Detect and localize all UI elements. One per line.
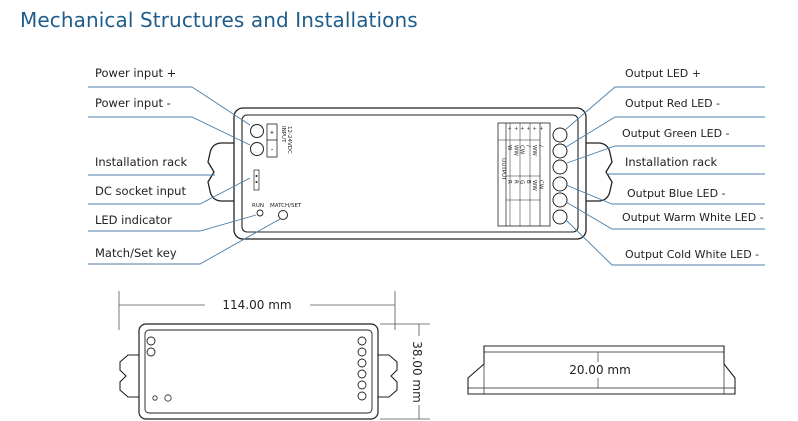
output-screw-green — [552, 159, 568, 175]
left-callouts: Power input + Power input - Installation… — [88, 66, 281, 265]
device-inner-border — [241, 114, 579, 233]
output-text: OUTPUT — [500, 158, 506, 181]
led-indicator — [256, 209, 264, 217]
terminal-label: R — [512, 180, 518, 184]
label-installation-rack-left: Installation rack — [95, 155, 187, 169]
label-output-warm-white: Output Warm White LED - — [622, 211, 764, 224]
terminal-label: / — [525, 145, 531, 147]
dimension-width: 38.00 mm — [410, 341, 424, 403]
side-view: 20.00 mm — [467, 345, 736, 395]
input-terminal-minus — [250, 142, 264, 156]
label-dc-socket-input: DC socket input — [95, 184, 186, 198]
terminal-label: G — [519, 180, 525, 184]
terminal-label: + — [531, 126, 537, 131]
output-screw-warm-white — [552, 192, 568, 208]
terminal-label: + — [525, 126, 531, 131]
terminal-label: W — [506, 145, 512, 151]
plan-view: 114.00 mm 38.00 mm — [118, 291, 430, 420]
left-mounting-ear — [207, 142, 237, 202]
run-label: RUN — [252, 203, 264, 209]
dimension-length: 114.00 mm — [222, 298, 291, 312]
label-power-input-minus: Power input - — [95, 96, 171, 110]
output-screw-red — [552, 143, 568, 159]
terminal-label: / — [538, 145, 544, 147]
terminal-label: + — [538, 126, 544, 131]
label-output-blue: Output Blue LED - — [627, 187, 726, 200]
label-output-led-plus: Output LED + — [625, 67, 701, 80]
output-screw-blue — [552, 176, 568, 192]
terminal-label: WW — [531, 180, 537, 191]
terminal-label: + — [519, 126, 525, 131]
input-voltage-text: 12-24VDC — [286, 126, 292, 154]
label-output-green: Output Green LED - — [622, 127, 730, 140]
match-set-label: MATCH/SET — [270, 203, 302, 209]
output-screw-led-plus — [552, 127, 568, 143]
plan-body — [138, 323, 379, 420]
dc-socket — [253, 169, 260, 191]
input-terminal-plus — [250, 124, 264, 138]
page-title: Mechanical Structures and Installations — [20, 8, 418, 32]
label-power-input-plus: Power input + — [95, 66, 176, 80]
label-led-indicator: LED indicator — [95, 213, 172, 227]
right-callouts: Output LED + Output Red LED - Output Gre… — [564, 67, 765, 266]
terminal-label: + — [512, 126, 518, 131]
terminal-label: B — [525, 180, 531, 184]
terminal-label: WW — [531, 145, 537, 156]
terminal-label: CW — [538, 180, 544, 190]
label-installation-rack-right: Installation rack — [625, 155, 717, 169]
right-mounting-ear — [583, 142, 613, 202]
input-plus-mark: + — [270, 130, 274, 136]
label-output-red: Output Red LED - — [625, 97, 720, 110]
terminal-label: R — [506, 180, 512, 184]
match-set-key — [278, 210, 288, 220]
device-top-view: + - INPUT 12-24VDC RUN MATCH/SET OUTPUT … — [207, 107, 613, 240]
label-output-cold-white: Output Cold White LED - — [625, 248, 759, 261]
terminal-label: WW — [512, 145, 518, 156]
terminal-label: CW — [519, 145, 525, 155]
dimension-height: 20.00 mm — [569, 363, 631, 377]
label-match-set-key: Match/Set key — [95, 246, 177, 260]
terminal-label: + — [506, 126, 512, 131]
input-polarity-box — [266, 123, 278, 158]
input-text: INPUT — [280, 126, 286, 143]
output-screw-cold-white — [552, 209, 568, 225]
input-minus-mark: - — [271, 147, 273, 153]
